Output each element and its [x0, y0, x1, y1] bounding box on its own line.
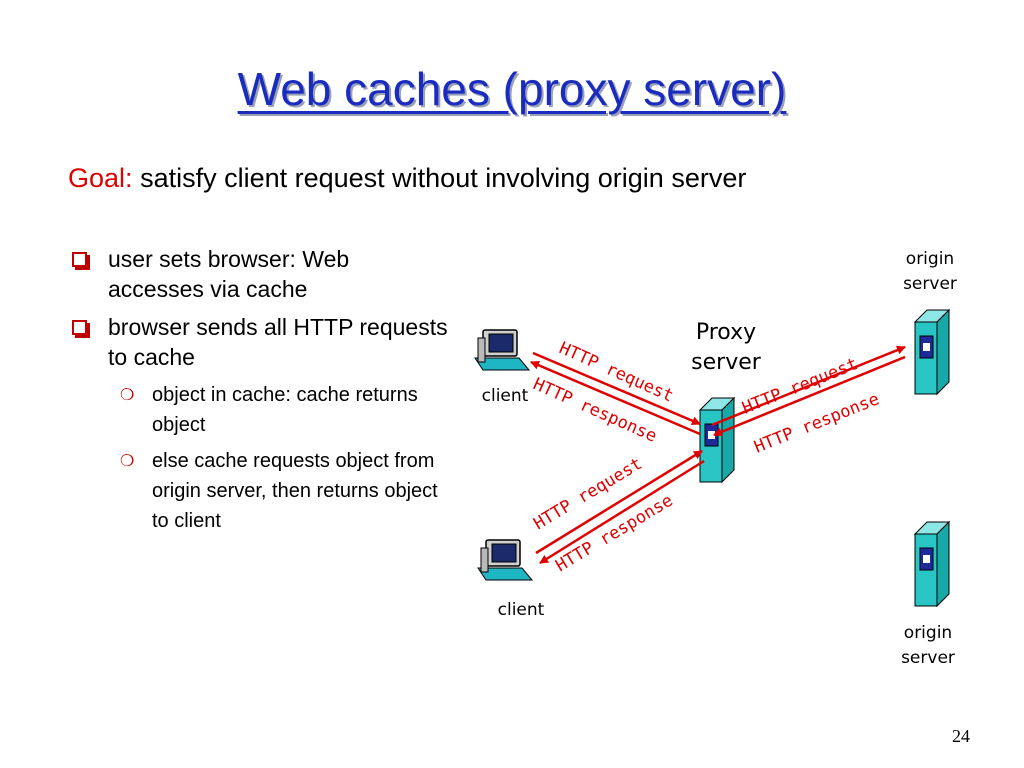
http-response-arrow — [539, 459, 705, 565]
slide-title: Web caches (proxy server) — [237, 63, 787, 115]
proxy-server-label: Proxy server — [676, 318, 776, 378]
square-bullet-icon — [72, 320, 87, 335]
proxy-server-icon — [699, 397, 735, 483]
page-number: 24 — [952, 726, 970, 746]
origin-label-line: server — [903, 274, 957, 294]
bullet-item: browser sends all HTTP requests to cache — [70, 312, 450, 372]
goal-text: satisfy client request without involving… — [140, 163, 747, 193]
origin-server-icon — [914, 521, 950, 607]
bullet-item: user sets browser: Web accesses via cach… — [70, 244, 450, 304]
client-label: client — [481, 386, 529, 406]
origin-server-label: origin server — [878, 621, 978, 671]
bullet-text: user sets browser: Web accesses via cach… — [108, 246, 350, 302]
proxy-label-line: server — [691, 350, 761, 375]
http-request-arrow — [532, 351, 701, 426]
origin-label-line: origin — [903, 623, 953, 643]
client-computer-icon — [474, 329, 530, 371]
proxy-label-line: Proxy — [695, 320, 757, 345]
sub-bullet-text: else cache requests object from origin s… — [152, 450, 438, 532]
http-response-arrow — [713, 355, 906, 437]
circle-bullet-icon: ❍ — [120, 387, 135, 404]
origin-server-label: origin server — [880, 247, 980, 297]
sub-bullet-item: ❍ else cache requests object from origin… — [70, 446, 450, 536]
circle-bullet-icon: ❍ — [120, 453, 135, 470]
http-response-arrow — [530, 360, 701, 436]
sub-bullet-item: ❍ object in cache: cache returns object — [70, 380, 450, 440]
origin-label-line: origin — [905, 249, 955, 269]
client-label: client — [497, 600, 545, 620]
sub-bullet-text: object in cache: cache returns object — [152, 384, 418, 436]
goal-label: Goal: — [68, 163, 133, 193]
goal-line: Goal: satisfy client request without inv… — [68, 163, 746, 194]
origin-label-line: server — [901, 648, 955, 668]
origin-server-icon — [914, 309, 950, 395]
client-computer-icon — [477, 539, 533, 581]
http-request-arrow — [711, 345, 906, 427]
bullet-list: user sets browser: Web accesses via cach… — [70, 244, 450, 542]
bullet-text: browser sends all HTTP requests to cache — [108, 314, 448, 370]
square-bullet-icon — [72, 252, 87, 267]
http-request-arrow — [535, 449, 703, 555]
